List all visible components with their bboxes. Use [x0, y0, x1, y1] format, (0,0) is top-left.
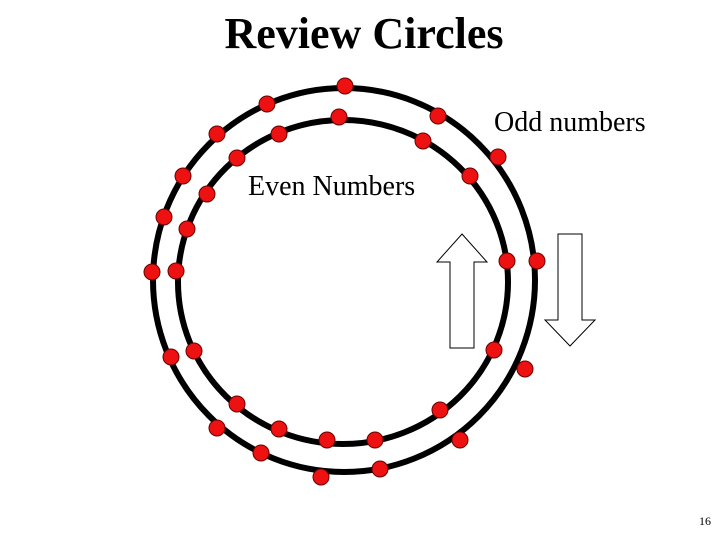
- inner-dot-4: [228, 149, 246, 167]
- outer-dot-16: [371, 460, 389, 478]
- up-arrow: [435, 233, 489, 349]
- inner-dot-6: [178, 220, 196, 238]
- outer-ring-dots: [143, 77, 546, 486]
- outer-dot-14: [451, 431, 469, 449]
- inner-dot-7: [167, 262, 185, 280]
- outer-dot-6: [174, 167, 192, 185]
- inner-dot-5: [198, 185, 216, 203]
- outer-dot-5: [489, 148, 507, 166]
- down-arrow: [543, 233, 597, 347]
- outer-dot-9: [143, 263, 161, 281]
- outer-dot-1: [336, 77, 354, 95]
- outer-dot-17: [312, 468, 330, 486]
- inner-dot-12: [431, 401, 449, 419]
- odd-numbers-label: Odd numbers: [494, 107, 646, 138]
- inner-dot-10: [485, 341, 503, 359]
- page-number: 16: [699, 514, 711, 528]
- outer-dot-8: [155, 208, 173, 226]
- inner-dot-2: [270, 125, 288, 143]
- outer-dot-10: [528, 252, 546, 270]
- outer-dot-7: [461, 167, 479, 185]
- inner-dot-13: [270, 420, 288, 438]
- inner-dot-14: [318, 431, 336, 449]
- outer-dot-13: [208, 419, 226, 437]
- inner-dot-8: [498, 252, 516, 270]
- outer-dot-15: [252, 444, 270, 462]
- inner-ring-dots: [167, 108, 516, 449]
- inner-dot-1: [330, 108, 348, 126]
- inner-dot-9: [185, 342, 203, 360]
- slide-title: Review Circles: [224, 9, 504, 58]
- outer-ring: [150, 85, 538, 475]
- even-numbers-label: Even Numbers: [248, 171, 416, 202]
- outer-dot-2: [258, 95, 276, 113]
- outer-dot-3: [429, 107, 447, 125]
- inner-dot-11: [228, 395, 246, 413]
- inner-dot-15: [366, 431, 384, 449]
- outer-dot-4: [208, 125, 226, 143]
- outer-dot-11: [162, 348, 180, 366]
- outer-dot-12: [516, 360, 534, 378]
- inner-dot-3: [414, 132, 432, 150]
